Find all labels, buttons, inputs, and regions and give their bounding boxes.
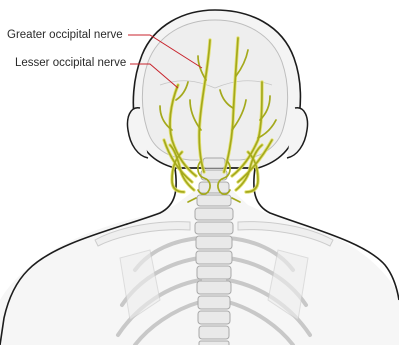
lesser-occipital-nerve-label: Lesser occipital nerve <box>15 56 126 70</box>
spine <box>195 158 233 345</box>
greater-occipital-nerve-label: Greater occipital nerve <box>7 28 123 42</box>
